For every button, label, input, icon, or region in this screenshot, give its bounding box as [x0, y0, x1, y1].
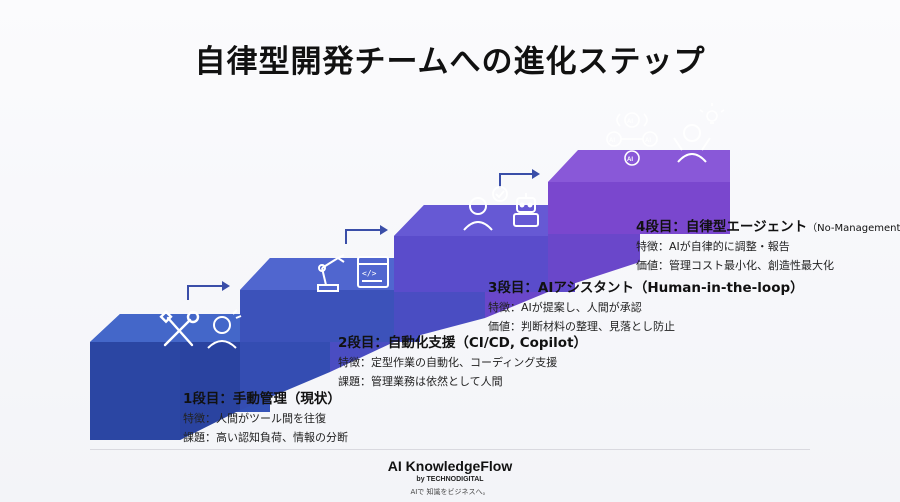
happy-person-icon: [673, 124, 711, 163]
arrow-icon: [187, 169, 540, 300]
svg-text:</>: </>: [362, 269, 377, 278]
tools-icon: [159, 310, 200, 347]
stressed-person-icon: [207, 309, 242, 349]
footer-tagline: AIで 知識をビジネスへ。: [410, 488, 490, 496]
step-4-feature: 特徴：AIが自律的に調整・報告: [636, 240, 790, 253]
step-4-caption: 4段目：自律型エージェント（No-Management） 特徴：AIが自律的に調…: [636, 215, 900, 273]
step-3-value: 価値：判断材料の整理、見落とし防止: [488, 320, 675, 333]
step-4-value: 価値：管理コスト最小化、創造性最大化: [636, 259, 834, 272]
svg-text:AI: AI: [627, 157, 633, 163]
step-3-feature: 特徴：AIが提案し、人間が承認: [488, 301, 642, 314]
ai-network-icon: AI AI AI AI: [606, 112, 658, 166]
person-icon: [463, 197, 493, 231]
step-4-subtitle: （No-Management）: [807, 223, 900, 234]
step-4-title-row: 4段目：自律型エージェント（No-Management）: [636, 215, 900, 235]
footer-brand-by: by TECHNODIGITAL: [416, 476, 484, 483]
check-bubble-icon: [492, 186, 508, 202]
step-1-caption: 1段目：手動管理（現状） 特徴：人間がツール間を往復 課題：高い認知負荷、情報の…: [183, 387, 348, 445]
step-2-title: 2段目：自動化支援（CI/CD, Copilot）: [338, 335, 588, 351]
footer-brand: AI KnowledgeFlow: [387, 458, 513, 474]
page-title: 自律型開発チームへの進化ステップ: [194, 44, 706, 80]
step-3-caption: 3段目：AIアシスタント（Human-in-the-loop） 特徴：AIが提案…: [488, 276, 804, 334]
svg-text:AI: AI: [627, 119, 633, 125]
step-3-title: 3段目：AIアシスタント（Human-in-the-loop）: [488, 280, 804, 296]
step-1-feature: 特徴：人間がツール間を往復: [183, 412, 326, 425]
step-2-caption: 2段目：自動化支援（CI/CD, Copilot） 特徴：定型作業の自動化、コー…: [338, 331, 587, 389]
svg-text:AI: AI: [645, 138, 651, 144]
step-4-title: 4段目：自律型エージェント: [636, 219, 808, 235]
step-1-title: 1段目：手動管理（現状）: [183, 391, 341, 407]
staircase-body: [180, 234, 640, 440]
robot-arm-icon: [317, 254, 345, 292]
code-window-icon: </>: [357, 256, 389, 288]
step-1-issue: 課題：高い認知負荷、情報の分断: [183, 431, 348, 444]
lightbulb-icon: [699, 103, 725, 124]
robot-icon: [513, 193, 539, 227]
step-2-feature: 特徴：定型作業の自動化、コーディング支援: [338, 356, 558, 369]
step-2-issue: 課題：管理業務は依然として人間: [338, 375, 503, 388]
footer-divider: [90, 449, 810, 450]
svg-text:AI: AI: [609, 138, 615, 144]
